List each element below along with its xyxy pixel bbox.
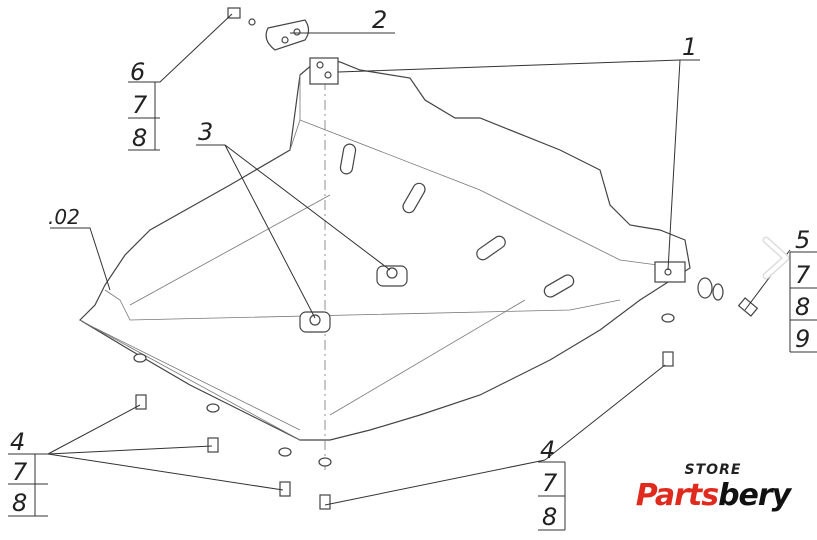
- callout-7-bottom-right: 7: [542, 469, 558, 497]
- callout-1: 1: [682, 33, 697, 61]
- next-arrow-icon[interactable]: [758, 236, 794, 280]
- callout-9-right: 9: [795, 325, 810, 353]
- callout-2: 2: [372, 6, 387, 34]
- skid-plate: [79, 57, 691, 441]
- callout-8-left: 8: [12, 489, 27, 517]
- callout-02: .02: [48, 205, 80, 229]
- callout-table-left-top: [128, 81, 160, 151]
- callout-7-right: 7: [795, 261, 811, 289]
- callout-8: 8: [132, 124, 147, 152]
- callout-3: 3: [198, 118, 213, 146]
- logo-store-text: STORE: [684, 462, 742, 478]
- partsbery-logo: STORE Partsbery: [628, 462, 798, 513]
- slots: [339, 143, 575, 298]
- callout-table-bottom-right: [538, 461, 566, 531]
- callout-6: 6: [130, 58, 145, 86]
- callout-4-right: 4: [540, 436, 555, 464]
- fasteners: [133, 7, 759, 510]
- callout-4-left: 4: [10, 428, 25, 456]
- callout-7: 7: [132, 91, 148, 119]
- callout-table-bottom-left: [8, 453, 48, 517]
- callout-5: 5: [795, 226, 810, 254]
- callout-8-right: 8: [795, 293, 810, 321]
- callout-8-bottom-right: 8: [542, 503, 557, 531]
- logo-brand-black: bery: [718, 478, 791, 513]
- callout-7-left: 7: [12, 458, 28, 486]
- callout-table-right: [789, 251, 817, 353]
- leader-lines: [47, 13, 791, 506]
- brackets: [265, 19, 686, 333]
- logo-brand-red: Parts: [635, 478, 719, 513]
